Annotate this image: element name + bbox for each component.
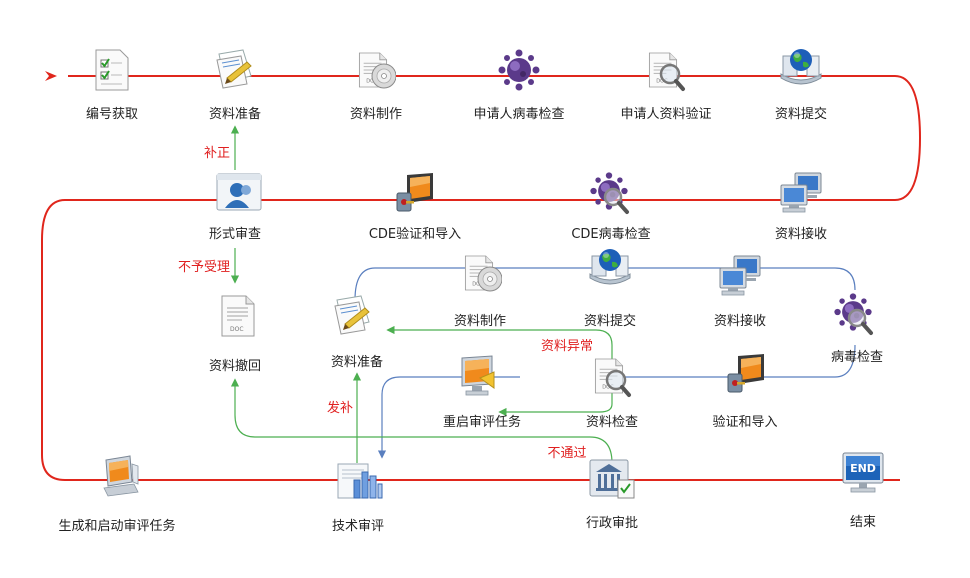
node-label-xzsp: 行政审批 [585,516,639,531]
node-label-zljs1: 资料接收 [774,227,828,242]
end-monitor-icon[interactable]: END [839,451,887,499]
monitor-computer-icon[interactable] [98,454,142,502]
monitor-key-icon[interactable] [724,352,768,400]
node-label-zlzb1: 资料准备 [208,107,262,122]
virus-magnifier-icon[interactable] [833,292,877,340]
document-pencil-icon[interactable] [331,294,375,342]
monitor-key-icon[interactable] [393,171,437,219]
virus-magnifier-icon[interactable] [589,171,633,219]
bar-chart-doc-icon[interactable] [336,458,384,506]
document-pencil-icon[interactable] [213,48,257,96]
node-label-yzdr2: 验证和导入 [712,415,778,430]
node-label-bdjc2: 病毒检查 [830,350,884,365]
node-label-zljc: 资料检查 [585,415,639,430]
node-label-cdeyz: CDE验证和导入 [368,227,462,242]
computers-icon[interactable] [777,171,825,219]
node-label-cdebdjc: CDE病毒检查 [571,227,651,242]
node-label-zljs2: 资料接收 [713,314,767,329]
user-card-icon[interactable] [215,170,263,218]
return-flow-lines [230,125,613,464]
document-disc-icon[interactable] [462,251,502,299]
node-label-end: 结束 [849,515,877,530]
document-magnifier-icon[interactable] [646,48,686,96]
node-label-zlzz2: 资料制作 [453,314,507,329]
document-magnifier-icon[interactable] [592,354,632,402]
edge-label-buzheng: 补正 [203,146,231,161]
globe-server-icon[interactable] [586,246,634,294]
node-label-bianhao: 编号获取 [85,107,139,122]
node-label-xssc: 形式审查 [208,227,262,242]
node-label-zlzz1: 资料制作 [349,107,403,122]
node-label-jssp: 技术审评 [331,519,385,534]
node-label-cqsp: 重启审评任务 [442,415,522,430]
edge-label-ziliaoyichang: 资料异常 [540,339,594,354]
edge-label-butongguo: 不通过 [547,446,587,461]
node-label-sqrbdjc: 申请人病毒检查 [473,107,565,122]
node-label-sqrzlyz: 申请人资料验证 [620,107,712,122]
main-flow-line [41,75,922,481]
document-disc-icon[interactable] [356,48,396,96]
virus-icon[interactable] [497,48,541,96]
node-label-zlzb2: 资料准备 [330,355,384,370]
end-screen-text: END [850,462,876,475]
node-label-zltj2: 资料提交 [583,314,637,329]
node-label-scqd: 生成和启动审评任务 [58,519,176,534]
document-icon[interactable] [218,292,258,344]
globe-server-icon[interactable] [777,46,825,94]
building-doc-icon[interactable] [588,456,636,504]
checklist-doc-icon[interactable] [92,48,132,96]
edge-label-fabu: 发补 [326,401,354,416]
edge-label-buyushouli: 不予受理 [177,260,231,275]
node-label-zltj1: 资料提交 [774,107,828,122]
start-arrow-icon [45,71,57,81]
computers-icon[interactable] [716,254,764,302]
monitor-person-icon[interactable] [456,354,500,402]
node-label-zlch: 资料撤回 [208,359,262,374]
